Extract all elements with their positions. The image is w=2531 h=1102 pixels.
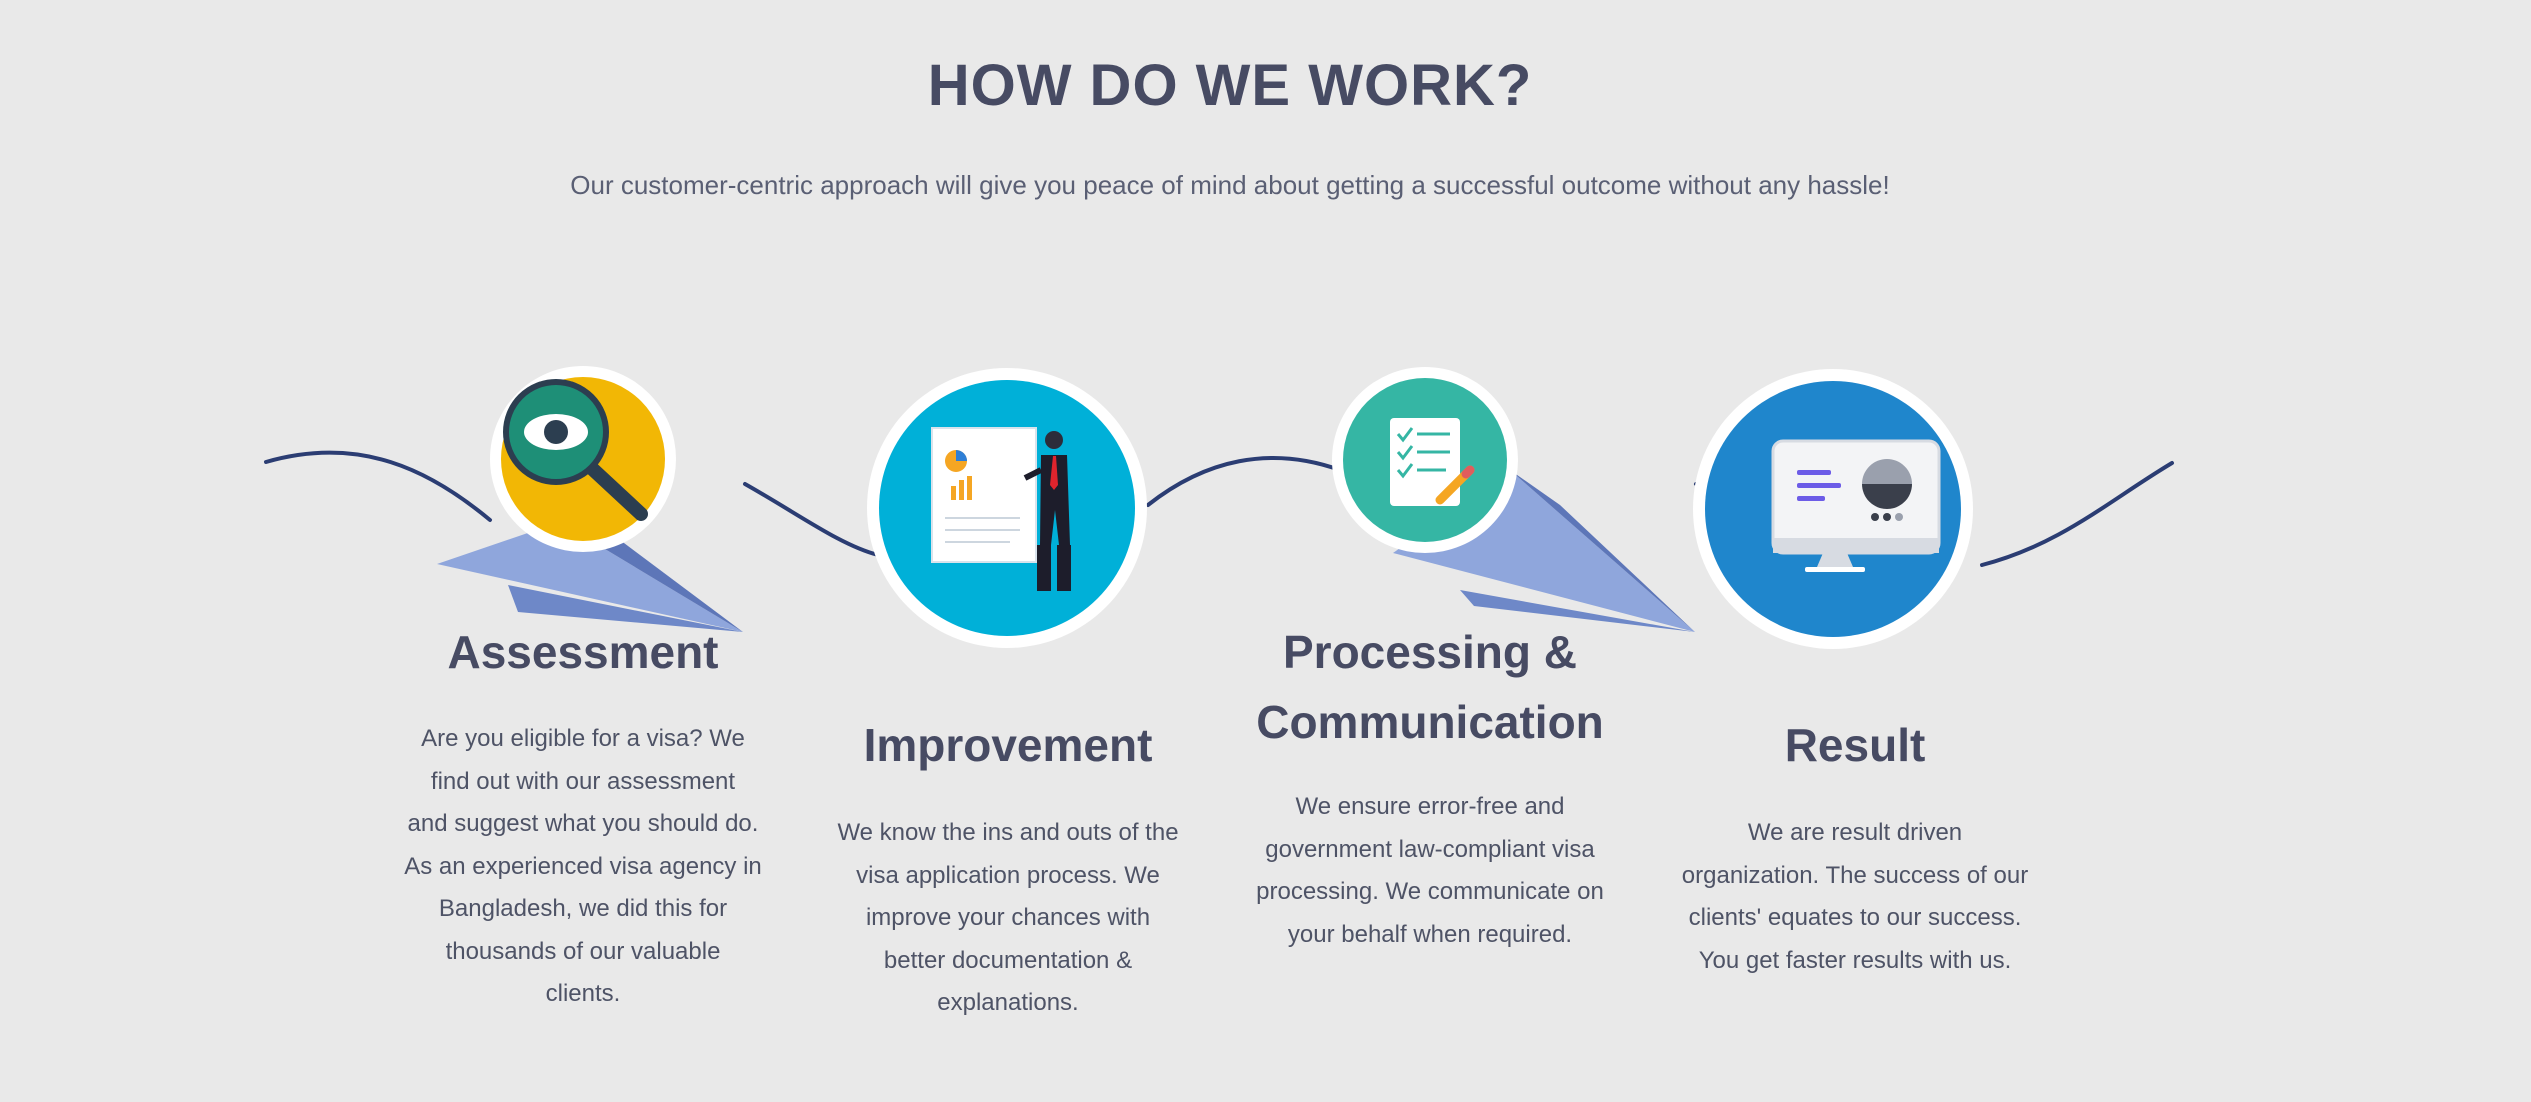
step-title-result: Result <box>1784 719 1926 771</box>
description-line: We ensure error-free and <box>1295 793 1565 820</box>
step-description-improvement: We know the ins and outs of the visa app… <box>798 812 1218 1025</box>
description-line: As an experienced visa agency in <box>404 852 762 880</box>
description-line: thousands of our valuable <box>445 937 721 965</box>
description-line: better documentation & <box>883 946 1133 974</box>
description-line: We are result driven <box>1747 819 1963 846</box>
description-line: and suggest what you should do. <box>407 810 759 837</box>
description-line: We know the ins and outs of the <box>837 819 1179 846</box>
checklist-pencil-icon <box>1332 367 1518 553</box>
description-line: processing. We communicate on <box>1256 878 1604 905</box>
description-line: government law-compliant visa <box>1265 835 1595 863</box>
section-heading: HOW DO WE WORK? <box>927 53 1533 118</box>
description-line: improve your chances with <box>865 904 1151 931</box>
description-line: Are you eligible for a visa? We <box>421 725 745 752</box>
section-subtitle: Our customer-centric approach will give … <box>570 170 1890 200</box>
step-title-processing: Processing & Communication <box>1220 617 1640 757</box>
paper-plane-icon <box>437 522 743 632</box>
step-description-result: We are result driven organization. The s… <box>1643 812 2067 982</box>
magnifier-eye-icon <box>490 366 676 552</box>
step-title-line: Processing & <box>1283 626 1577 678</box>
description-line: organization. The success of our <box>1681 861 2029 889</box>
description-line: clients. <box>545 980 621 1007</box>
description-line: clients' equates to our success. <box>1688 904 2022 931</box>
description-line: explanations. <box>937 989 1079 1016</box>
presentation-businessman-icon <box>867 368 1147 648</box>
step-title-line: Communication <box>1256 696 1604 748</box>
wavy-connector-line <box>264 450 2174 567</box>
monitor-chart-icon <box>1693 369 1973 649</box>
step-title-assessment: Assessment <box>447 626 719 678</box>
description-line: visa application process. We <box>856 861 1160 889</box>
description-line: find out with our assessment <box>430 767 736 795</box>
step-description-assessment: Are you eligible for a visa? We find out… <box>368 718 798 1016</box>
description-line: your behalf when required. <box>1287 920 1573 948</box>
description-line: You get faster results with us. <box>1698 946 2012 974</box>
step-title-improvement: Improvement <box>863 719 1153 771</box>
description-line: Bangladesh, we did this for <box>438 895 728 922</box>
step-description-processing: We ensure error-free and government law-… <box>1220 786 1640 956</box>
